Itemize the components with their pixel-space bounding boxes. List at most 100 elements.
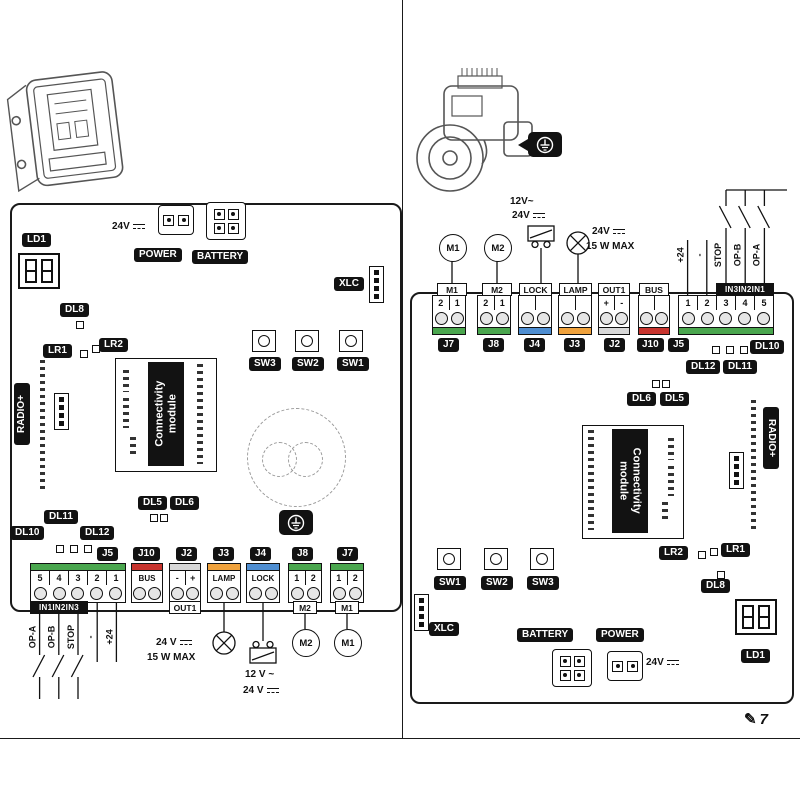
dl8-label-left: DL8 xyxy=(60,303,89,317)
wire-stop-left xyxy=(70,613,84,699)
led-dl5-left xyxy=(150,514,158,522)
lamp-voltage-note-right: 24V xyxy=(592,226,625,237)
j10-label-left: J10 xyxy=(133,547,160,561)
terminal-cell: 2 xyxy=(698,296,717,310)
j4-label-left: J4 xyxy=(250,547,272,561)
j3-label-right: J3 xyxy=(564,338,586,352)
terminal-screws xyxy=(599,310,629,327)
wire-op-a-right xyxy=(757,190,770,283)
connector-pin xyxy=(213,208,225,220)
wire-label-op-b-left: OP-B xyxy=(46,625,57,649)
power-label-right: POWER xyxy=(596,628,644,642)
input-band-right: IN3IN2IN1 xyxy=(716,283,774,296)
terminal-cell: 1 xyxy=(289,571,306,585)
dl6-label-right: DL6 xyxy=(627,392,656,406)
header-pin xyxy=(734,480,739,485)
sw3-label-left: SW3 xyxy=(249,357,281,371)
dl10-label-right: DL10 xyxy=(750,340,785,354)
terminal-cell: 3 xyxy=(69,571,88,585)
led-dl10-left xyxy=(56,545,64,553)
terminal-cell: 1 xyxy=(113,573,119,583)
wire-label-op-b-right: OP-B xyxy=(732,243,743,267)
module-pin-strip xyxy=(668,438,674,460)
power-connector-right xyxy=(607,651,643,681)
wire-stop-right xyxy=(718,190,732,283)
header-pin xyxy=(419,622,424,627)
terminal-screws xyxy=(433,310,465,327)
terminal-strip xyxy=(289,564,321,571)
connector-pin xyxy=(573,669,585,681)
led-dl-right xyxy=(726,346,734,354)
lock-dc-note-left: 24 V xyxy=(243,685,279,696)
j8-label-right: J8 xyxy=(483,338,505,352)
terminal-block-j8-right: 2 1 xyxy=(477,295,511,335)
xlc-label-right: XLC xyxy=(429,622,459,636)
battery-label-left: BATTERY xyxy=(192,250,249,264)
terminal-numbers: - + xyxy=(170,571,200,585)
terminal-numbers xyxy=(639,296,669,310)
sw2-label-right: SW2 xyxy=(481,576,513,590)
dl5-label-right: DL5 xyxy=(660,392,689,406)
terminal-strip xyxy=(478,327,510,334)
m1-label-left: M1 xyxy=(335,601,359,614)
display-ld1-right xyxy=(735,599,777,635)
power-voltage-note-right: 24V xyxy=(646,657,679,668)
led-dl12-left xyxy=(84,545,92,553)
terminal-numbers xyxy=(559,296,591,310)
connector-pin xyxy=(573,655,585,667)
battery-connector-right xyxy=(552,649,592,687)
motor-m2-circle-left: M2 xyxy=(292,629,320,657)
connector-pin xyxy=(227,208,239,220)
terminal-cell: 1 xyxy=(454,298,460,308)
sw2-label-left: SW2 xyxy=(292,357,324,371)
lock-ac-note-left: 12 V ~ xyxy=(245,669,275,680)
terminal-cell: 4 xyxy=(736,296,755,310)
terminal-block-j3-left: LAMP xyxy=(207,563,241,603)
xlc-connector-left xyxy=(369,266,384,303)
battery-label-right: BATTERY xyxy=(517,628,574,642)
terminal-screws xyxy=(559,310,591,327)
module-pin-strip xyxy=(668,466,674,496)
radio-label-right: RADIO+ xyxy=(763,407,779,469)
wire-op-a-left xyxy=(32,613,46,699)
ground-badge-motor xyxy=(528,132,562,157)
sw1-label-left: SW1 xyxy=(337,357,369,371)
power-voltage-note-left: 24V xyxy=(112,221,145,232)
lamp-icon-left xyxy=(212,631,236,655)
terminal-numbers: 1 2 xyxy=(331,571,363,585)
terminal-strip xyxy=(679,327,773,334)
voltage-text: 24V xyxy=(512,210,530,221)
j5-label-left: J5 xyxy=(97,547,119,561)
connectivity-module-left: Connectivity module xyxy=(148,362,184,466)
lr2-label-left: LR2 xyxy=(99,338,128,352)
dl10-label-left: DL10 xyxy=(10,526,45,540)
terminal-screws xyxy=(478,310,510,327)
dl6-label-left: DL6 xyxy=(170,496,199,510)
lr1-label-right: LR1 xyxy=(721,543,750,557)
header-pin xyxy=(59,397,64,402)
sw3-label-right: SW3 xyxy=(527,576,559,590)
terminal-strip xyxy=(208,564,240,571)
terminal-cell: - xyxy=(620,298,624,308)
terminal-block-j10-right xyxy=(638,295,670,335)
led-dl5-right xyxy=(662,380,670,388)
connectivity-module-right: Connectivity module xyxy=(612,429,648,533)
motor-m1-circle-right: M1 xyxy=(439,234,467,262)
seven-segment-digit xyxy=(742,605,754,629)
led-lr-right xyxy=(698,551,706,559)
voltage-text: 24V xyxy=(592,226,610,237)
terminal-cell: + xyxy=(190,573,196,583)
header-pin xyxy=(374,294,379,299)
header-pin xyxy=(419,598,424,603)
lamp-name: LAMP xyxy=(212,574,236,583)
terminal-cell: 5 xyxy=(761,298,767,308)
module-pin-strip xyxy=(197,364,203,464)
connectivity-text-line1: Connectivity xyxy=(630,447,643,515)
terminal-block-j7-right: 2 1 xyxy=(432,295,466,335)
terminal-numbers: + - xyxy=(599,296,629,310)
earth-icon xyxy=(287,514,305,531)
j5-label-right: J5 xyxy=(668,338,690,352)
wire-label-plus24-right: +24 xyxy=(675,247,686,263)
module-pin-strip xyxy=(588,430,594,530)
